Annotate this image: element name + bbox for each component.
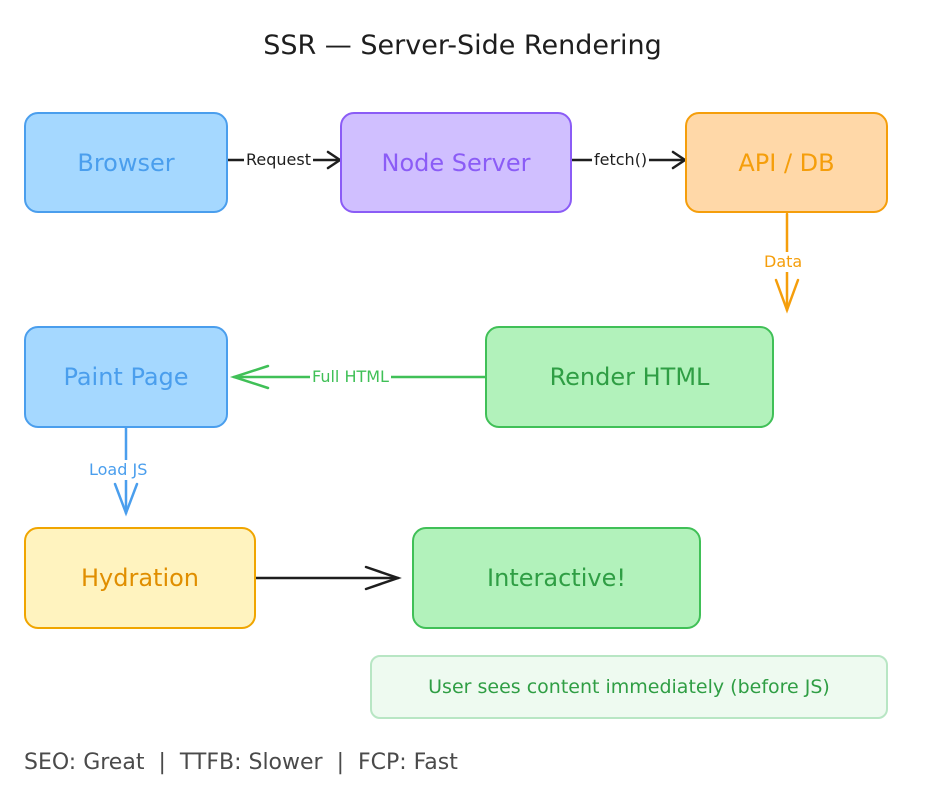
node-render-html: Render HTML [485,326,774,428]
node-api-db: API / DB [685,112,888,213]
edge-label-data: Data [762,252,805,272]
node-node-server: Node Server [340,112,572,213]
arrow-interactive [254,565,402,591]
edge-label-request: Request [244,150,313,170]
edge-label-load-js: Load JS [87,460,150,480]
node-browser: Browser [24,112,228,213]
edge-label-fetch: fetch() [592,150,650,170]
footer-metrics: SEO: Great | TTFB: Slower | FCP: Fast [24,750,458,775]
edge-label-full-html: Full HTML [310,367,391,387]
node-paint-page: Paint Page [24,326,228,428]
diagram-title: SSR — Server-Side Rendering [263,30,662,61]
node-interactive: Interactive! [412,527,701,629]
node-hydration: Hydration [24,527,256,629]
note-box: User sees content immediately (before JS… [370,655,888,719]
